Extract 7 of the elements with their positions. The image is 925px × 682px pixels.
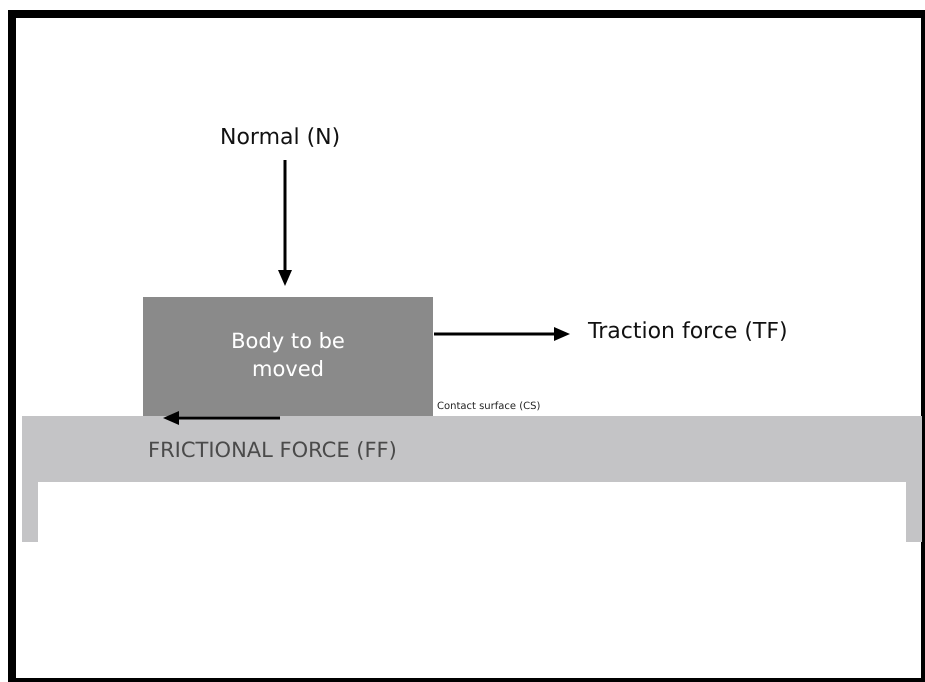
block-label: Body to be moved [230,328,346,383]
surface-label: Contact surface (CS) [437,401,540,412]
surface-label: FRICTIONAL FORCE (FF) [148,438,397,462]
ground-surface [22,416,922,542]
force-label: Traction force (TF) [588,319,788,344]
body-block [143,297,433,416]
force-label: Normal (N) [220,125,340,150]
